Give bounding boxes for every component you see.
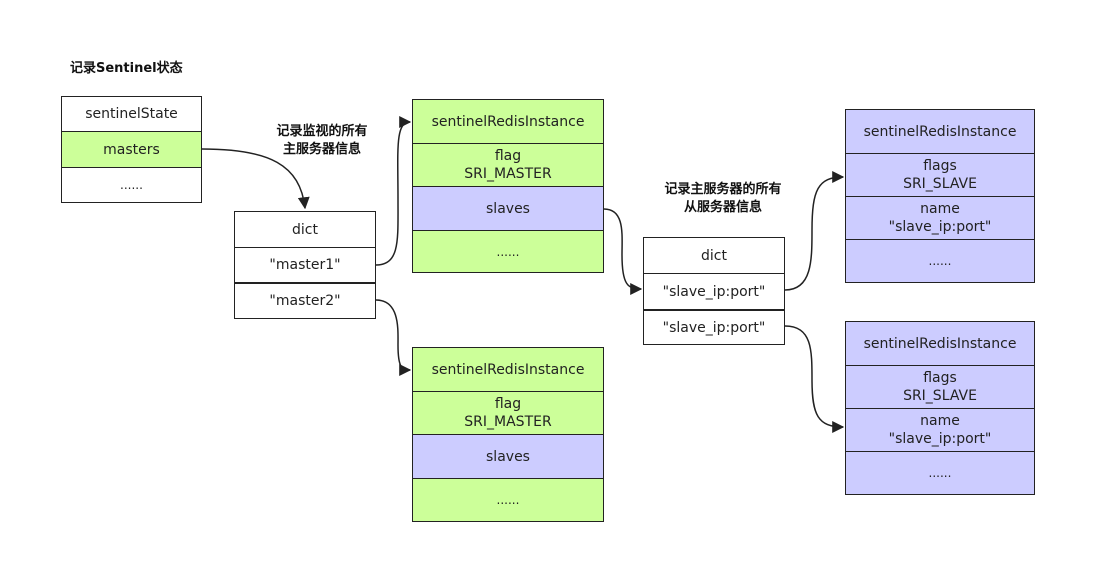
slave-instance-2: sentinelRedisInstance flags SRI_SLAVE na… xyxy=(845,321,1035,495)
master-instance-1-flag: flag SRI_MASTER xyxy=(413,144,603,187)
name-label: name xyxy=(920,413,960,429)
arrow-master2-to-instance xyxy=(375,299,412,376)
flags-label: flags xyxy=(923,158,957,174)
master-instance-1-slaves: slaves xyxy=(413,187,603,231)
monitored-masters-label: 记录监视的所有 主服务器信息 xyxy=(276,124,368,157)
arrow-slaves-to-dict xyxy=(603,208,643,295)
master-instance-2-more: ...... xyxy=(413,479,603,521)
master2-key: "master2" xyxy=(235,284,375,318)
master-slaves-label: 记录主服务器的所有 从服务器信息 xyxy=(664,182,782,215)
arrow-master1-to-instance xyxy=(375,116,412,266)
master-instance-2: sentinelRedisInstance flag SRI_MASTER sl… xyxy=(412,347,604,522)
slave-instance-1-more: ...... xyxy=(846,240,1034,282)
flag-label: flag xyxy=(494,148,522,164)
slave-instance-2-more: ...... xyxy=(846,452,1034,494)
masters-dict: dict "master1" xyxy=(234,211,376,283)
sentinel-state-struct: sentinelState masters ...... xyxy=(61,96,202,203)
slave-instance-2-title: sentinelRedisInstance xyxy=(846,322,1034,366)
slave-instance-2-flags: flags SRI_SLAVE xyxy=(846,366,1034,409)
flag-label: flag xyxy=(494,396,522,412)
name-value: "slave_ip:port" xyxy=(888,219,992,235)
name-value: "slave_ip:port" xyxy=(888,431,992,447)
flags-value: SRI_SLAVE xyxy=(903,388,977,404)
slave-instance-1-title: sentinelRedisInstance xyxy=(846,110,1034,154)
flag-value: SRI_MASTER xyxy=(464,414,552,430)
sentinel-state-title: 记录Sentinel状态 xyxy=(70,61,183,76)
slave-instance-1-flags: flags SRI_SLAVE xyxy=(846,154,1034,197)
arrow-slave2-to-instance xyxy=(784,325,845,433)
sentinel-state-more: ...... xyxy=(62,168,201,202)
master-instance-2-slaves: slaves xyxy=(413,435,603,479)
slave-instance-1-name: name "slave_ip:port" xyxy=(846,197,1034,240)
master2-key-box: "master2" xyxy=(234,283,376,319)
slave-instance-2-name: name "slave_ip:port" xyxy=(846,409,1034,452)
slave-key-2-box: "slave_ip:port" xyxy=(643,310,785,345)
slave-key-2: "slave_ip:port" xyxy=(644,311,784,344)
slave-instance-1: sentinelRedisInstance flags SRI_SLAVE na… xyxy=(845,109,1035,283)
master-instance-1-title: sentinelRedisInstance xyxy=(413,100,603,144)
flags-label: flags xyxy=(923,370,957,386)
master-instance-1-more: ...... xyxy=(413,231,603,272)
sentinel-state-header: sentinelState xyxy=(62,97,201,132)
arrow-slave1-to-instance xyxy=(784,171,845,291)
master1-key: "master1" xyxy=(235,248,375,282)
slave-key-1: "slave_ip:port" xyxy=(644,274,784,309)
masters-field: masters xyxy=(62,132,201,168)
flag-value: SRI_MASTER xyxy=(464,166,552,182)
slaves-dict-header: dict xyxy=(644,238,784,274)
masters-dict-header: dict xyxy=(235,212,375,248)
arrow-masters-to-dict xyxy=(201,148,310,210)
name-label: name xyxy=(920,201,960,217)
master-instance-1: sentinelRedisInstance flag SRI_MASTER sl… xyxy=(412,99,604,273)
master-instance-2-title: sentinelRedisInstance xyxy=(413,348,603,392)
flags-value: SRI_SLAVE xyxy=(903,176,977,192)
slaves-dict: dict "slave_ip:port" xyxy=(643,237,785,310)
master-instance-2-flag: flag SRI_MASTER xyxy=(413,392,603,435)
